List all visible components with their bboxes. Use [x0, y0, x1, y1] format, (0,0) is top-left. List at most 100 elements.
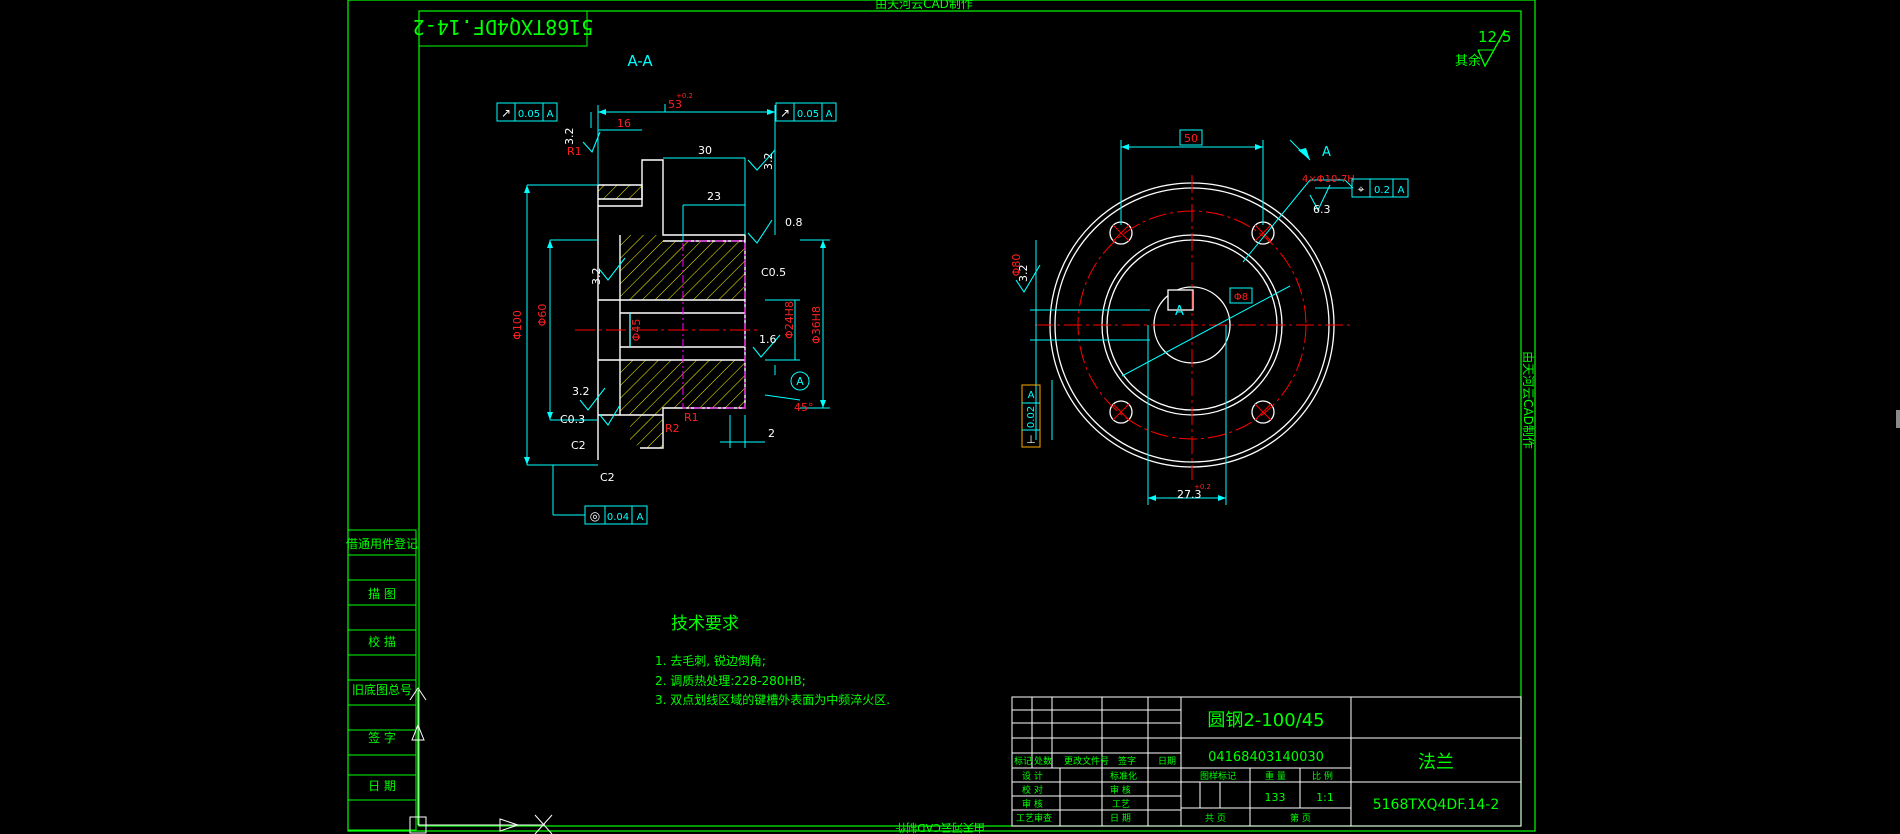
svg-text:0.2: 0.2 [1374, 185, 1390, 196]
svg-text:30: 30 [698, 144, 712, 157]
svg-text:A: A [796, 375, 804, 388]
svg-text:3.2: 3.2 [590, 268, 603, 286]
title-weight: 133 [1265, 791, 1286, 804]
svg-text:日 期: 日 期 [1110, 813, 1131, 824]
svg-text:5168TXQ4DF.14-2: 5168TXQ4DF.14-2 [413, 15, 594, 39]
svg-text:Φ100: Φ100 [511, 310, 524, 340]
svg-text:审 核: 审 核 [1022, 798, 1043, 810]
svg-text:其余: 其余 [1455, 53, 1481, 69]
tech-requirements: 技术要求 1. 去毛刺, 锐边倒角; 2. 调质热处理:228-280HB; 3… [655, 614, 890, 707]
svg-text:标准化: 标准化 [1110, 770, 1137, 782]
svg-text:53: 53 [668, 98, 682, 111]
drawing-frame [347, 0, 1536, 832]
svg-text:C0.3: C0.3 [560, 413, 585, 426]
svg-text:R2: R2 [665, 422, 680, 435]
front-arrows [1121, 144, 1310, 501]
gdt-runout-right: ↗ 0.05 A [775, 102, 837, 122]
scrollbar-handle[interactable] [1896, 410, 1900, 428]
section-dim-texts: 53 +0.2 16 30 23 2 45° R1 R1 R2 C0.5 C0.… [511, 92, 823, 484]
gdt-runout-left: ↗ 0.05 A [496, 102, 558, 122]
svg-text:3.2: 3.2 [572, 385, 590, 398]
title-scale: 1:1 [1316, 791, 1334, 804]
svg-text:C2: C2 [600, 471, 615, 484]
svg-text:0.05: 0.05 [518, 109, 540, 120]
svg-text:A: A [1028, 390, 1035, 401]
front-centerlines [1035, 175, 1350, 480]
svg-text:工艺: 工艺 [1112, 799, 1130, 810]
svg-text:校 对: 校 对 [1022, 784, 1043, 796]
svg-text:设 计: 设 计 [1022, 770, 1043, 782]
svg-text:1. 去毛刺, 锐边倒角;: 1. 去毛刺, 锐边倒角; [655, 654, 766, 668]
bolt-hole-cross-marks [1112, 224, 1272, 421]
svg-text:↗: ↗ [780, 106, 790, 120]
section-roughness-marks [579, 131, 781, 426]
svg-text:0.02: 0.02 [1026, 406, 1037, 428]
svg-text:R1: R1 [567, 145, 582, 158]
svg-text:重 量: 重 量 [1265, 770, 1286, 782]
svg-text:50: 50 [1184, 132, 1198, 145]
svg-text:2. 调质热处理:228-280HB;: 2. 调质热处理:228-280HB; [655, 674, 806, 688]
section-dim-arrows [524, 109, 826, 465]
gdt-concentricity-bottom: ◎ 0.04 A [584, 505, 648, 525]
svg-text:0.8: 0.8 [785, 216, 803, 229]
svg-text:第 页: 第 页 [1290, 812, 1311, 824]
svg-text:R1: R1 [684, 411, 699, 424]
datum-a-marker: A [790, 371, 810, 391]
svg-text:比 例: 比 例 [1312, 770, 1333, 782]
svg-text:+0.2: +0.2 [1194, 483, 1211, 491]
svg-text:签 字: 签 字 [368, 730, 396, 745]
svg-text:更改文件号: 更改文件号 [1064, 755, 1109, 767]
svg-text:4×Φ10-7H: 4×Φ10-7H [1302, 174, 1355, 185]
front-dim-texts: 50 27.3 +0.2 4×Φ10-7H 6.3 3.2 Φ8 Φ80 A A [1010, 129, 1355, 501]
hardening-zone-phantom [682, 240, 746, 409]
svg-text:工艺审查: 工艺审查 [1016, 812, 1052, 824]
svg-text:旧底图总号: 旧底图总号 [352, 682, 412, 697]
svg-text:Φ80: Φ80 [1010, 254, 1023, 277]
title-part-name: 法兰 [1418, 752, 1454, 773]
roughness-symbol-general: 12.5 其余 [1455, 28, 1511, 69]
svg-text:1.6: 1.6 [759, 333, 777, 346]
front-dimensions [1030, 139, 1354, 505]
svg-text:2: 2 [768, 427, 775, 440]
svg-text:27.3: 27.3 [1177, 488, 1202, 501]
svg-text:共 页: 共 页 [1205, 813, 1226, 824]
svg-text:+0.2: +0.2 [676, 92, 693, 100]
svg-text:6.3: 6.3 [1313, 203, 1331, 216]
svg-text:Φ8: Φ8 [1234, 292, 1248, 303]
svg-text:日 期: 日 期 [368, 779, 396, 793]
gdt-vertical-frame: A 0.02 ⊥ [1021, 384, 1041, 448]
bottom-watermark: 由天河云CAD制作 [895, 821, 985, 834]
svg-text:0.05: 0.05 [797, 109, 819, 120]
svg-text:45°: 45° [794, 401, 814, 414]
svg-text:C2: C2 [571, 439, 586, 452]
svg-text:◎: ◎ [590, 509, 600, 523]
svg-text:校 描: 校 描 [368, 634, 396, 649]
side-watermark: 由天河云CAD制作 [1521, 351, 1535, 449]
svg-text:标记: 标记 [1014, 755, 1032, 767]
svg-text:0.04: 0.04 [607, 512, 629, 523]
svg-text:A: A [1398, 185, 1405, 196]
svg-text:技术要求: 技术要求 [671, 614, 739, 634]
left-stamp-column: 借通用件登记 描 图 校 描 旧底图总号 签 字 日 期 [346, 529, 418, 831]
svg-text:3.2: 3.2 [762, 153, 775, 171]
svg-text:日期: 日期 [1158, 756, 1176, 767]
svg-text:⌖: ⌖ [1358, 182, 1365, 196]
svg-text:3. 双点划线区域的键槽外表面为中频淬火区.: 3. 双点划线区域的键槽外表面为中频淬火区. [655, 692, 890, 707]
title-block: 标记 处数 更改文件号 签字 日期 设 计 标准化 校 对 审 核 审 核 工艺… [1011, 696, 1522, 827]
section-view[interactable]: A-A [496, 52, 837, 525]
svg-text:A: A [826, 109, 833, 120]
svg-text:↗: ↗ [501, 106, 511, 120]
svg-text:3.2: 3.2 [563, 128, 576, 146]
section-label: A-A [627, 52, 653, 70]
section-dimensions [526, 104, 830, 516]
svg-text:描 图: 描 图 [368, 587, 396, 601]
front-view[interactable]: 50 27.3 +0.2 4×Φ10-7H 6.3 3.2 Φ8 Φ80 A A… [1010, 129, 1409, 505]
gdt-position-front: ⌖ 0.2 A [1351, 178, 1409, 198]
svg-text:处数: 处数 [1034, 755, 1052, 767]
svg-text:借通用件登记: 借通用件登记 [346, 536, 418, 551]
svg-text:23: 23 [707, 190, 721, 203]
title-drawing-number: 5168TXQ4DF.14-2 [1373, 797, 1500, 813]
svg-text:A: A [547, 109, 554, 120]
section-hatch [598, 185, 745, 448]
